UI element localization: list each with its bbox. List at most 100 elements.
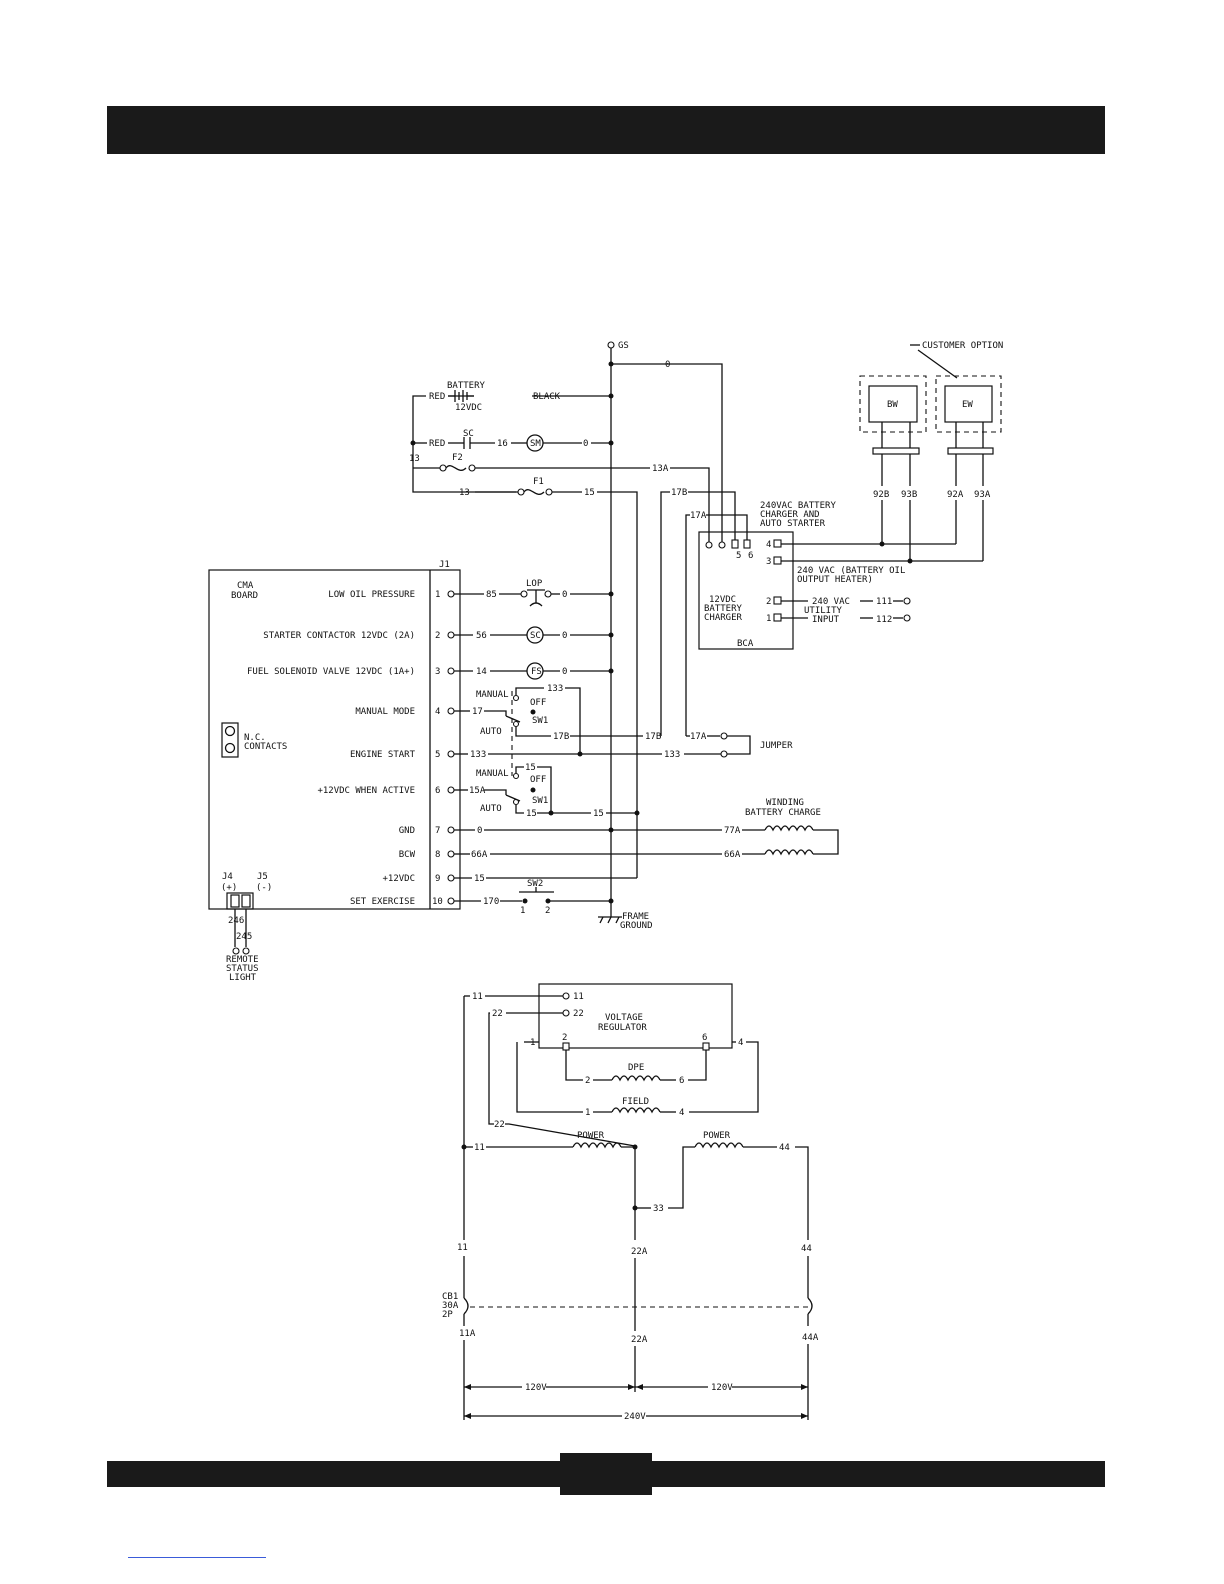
ground-bus	[598, 341, 622, 924]
lop-label: LOP	[526, 579, 543, 589]
j1-pin-label: BCW	[399, 850, 416, 860]
wire-11-vr: 11	[573, 992, 584, 1002]
wire-22a-vertical: 22A	[631, 1247, 648, 1257]
j1-pin-label: +12VDC	[382, 874, 415, 884]
voltage-120v-left: 120V	[525, 1383, 547, 1393]
sw2-pin-1: 1	[520, 906, 525, 916]
j1-pin-terminal	[447, 897, 455, 905]
ew-box	[944, 385, 993, 423]
heater-label-2: OUTPUT HEATER)	[797, 575, 873, 585]
wire-170: 170	[483, 897, 499, 907]
wire-16: 16	[497, 439, 508, 449]
ew-option-outline	[935, 375, 1002, 433]
j1-label: J1	[439, 560, 450, 570]
wire-13-left: 13	[409, 454, 420, 464]
j1-pin-terminal	[447, 826, 455, 834]
wire-15-pin9: 15	[474, 874, 485, 884]
sw1-b-label: SW1	[532, 796, 548, 806]
dpe-terminal-6: 6	[679, 1076, 684, 1086]
wire-0-top: 0	[665, 360, 670, 370]
vr-terminal-6: 6	[702, 1033, 707, 1043]
cb1-label-1: CB1	[442, 1292, 458, 1302]
utility-label-1: 240 VAC	[812, 597, 850, 607]
j5-sign: (-)	[256, 883, 272, 893]
bca-label: BCA	[737, 639, 754, 649]
wire-15-f1: 15	[584, 488, 595, 498]
charger-terminal-2: 2	[766, 597, 771, 607]
j1-pin-label: FUEL SOLENOID VALVE 12VDC (1A+)	[247, 667, 415, 677]
sc-label: SC	[463, 429, 474, 439]
voltage-dimensions	[464, 1384, 808, 1419]
j1-pin-terminal	[447, 707, 455, 715]
charger-terminal-5: 5	[736, 551, 741, 561]
bw-option-outline	[859, 375, 927, 433]
cma-label-2: BOARD	[231, 591, 258, 601]
field-label: FIELD	[622, 1097, 649, 1107]
ew-label: EW	[962, 400, 973, 410]
vr-terminal-2: 2	[562, 1033, 567, 1043]
voltage-120v-right: 120V	[711, 1383, 733, 1393]
j1-pin-number: 2	[435, 631, 440, 641]
j1-pin-label: ENGINE START	[350, 750, 416, 760]
charger-terminal-4: 4	[766, 540, 771, 550]
wire-black: BLACK	[533, 392, 561, 402]
bw-box	[868, 385, 918, 423]
wire-14: 14	[476, 667, 487, 677]
nc-label-2: CONTACTS	[244, 742, 287, 752]
wire-17b-right: 17B	[645, 732, 661, 742]
remote-status-label-3: LIGHT	[229, 973, 257, 983]
voltage-240v: 240V	[624, 1412, 646, 1422]
j1-pin-number: 1	[435, 590, 440, 600]
wire-red-1: RED	[429, 392, 445, 402]
auto-1-label: AUTO	[480, 727, 502, 737]
j1-pin-number: 8	[435, 850, 440, 860]
j1-pin-terminal	[447, 590, 455, 598]
fuse-f2-label: F2	[452, 453, 463, 463]
wire-11-pow: 11	[474, 1143, 485, 1153]
wire-133-top: 133	[547, 684, 563, 694]
header-bar	[107, 106, 1105, 154]
wire-17: 17	[472, 707, 483, 717]
frame-ground-1: FRAME	[622, 912, 649, 922]
wire-85: 85	[486, 590, 497, 600]
wire-11-top: 11	[472, 992, 483, 1002]
j1-pin-label: STARTER CONTACTOR 12VDC (2A)	[263, 631, 415, 641]
fs-label: FS	[531, 667, 542, 677]
wire-13: 13	[459, 488, 470, 498]
gs-label: GS	[618, 341, 629, 351]
winding-label-1: WINDING	[766, 798, 804, 808]
wire-66a-left: 66A	[471, 850, 488, 860]
j1-pin-label: MANUAL MODE	[355, 707, 415, 717]
auto-2-label: AUTO	[480, 804, 502, 814]
j5-label: J5	[257, 872, 268, 882]
battery-charger-bca-box	[698, 531, 794, 650]
wire-133-pin5: 133	[470, 750, 486, 760]
j1-pin-terminal	[447, 667, 455, 675]
wire-15-sw: 15	[525, 763, 536, 773]
j1-pin-terminal	[447, 786, 455, 794]
off-2-label: OFF	[530, 775, 546, 785]
bc-label-3: CHARGER	[704, 613, 743, 623]
j1-pin-terminal	[447, 631, 455, 639]
field-terminal-1: 1	[585, 1108, 590, 1118]
bw-label: BW	[887, 400, 898, 410]
remote-status-label-1: REMOTE	[226, 955, 259, 965]
wire-13a: 13A	[652, 464, 669, 474]
j4-label: J4	[222, 872, 233, 882]
charger-title-3: AUTO STARTER	[760, 519, 826, 529]
wire-15a: 15A	[469, 786, 486, 796]
sw1-a-label: SW1	[532, 716, 548, 726]
sw2-label: SW2	[527, 879, 543, 889]
j1-pin-number: 6	[435, 786, 440, 796]
charger-title-1: 240VAC BATTERY	[760, 501, 836, 511]
wire-92b: 92B	[873, 490, 889, 500]
j1-pin-number: 3	[435, 667, 440, 677]
j1-pin-number: 9	[435, 874, 440, 884]
cma-board-box	[208, 569, 461, 910]
vr-label-2: REGULATOR	[598, 1023, 647, 1033]
wire-66a-right: 66A	[724, 850, 741, 860]
sc2-label: SC	[530, 631, 541, 641]
utility-label-3: INPUT	[812, 615, 840, 625]
j1-pin-number: 7	[435, 826, 440, 836]
